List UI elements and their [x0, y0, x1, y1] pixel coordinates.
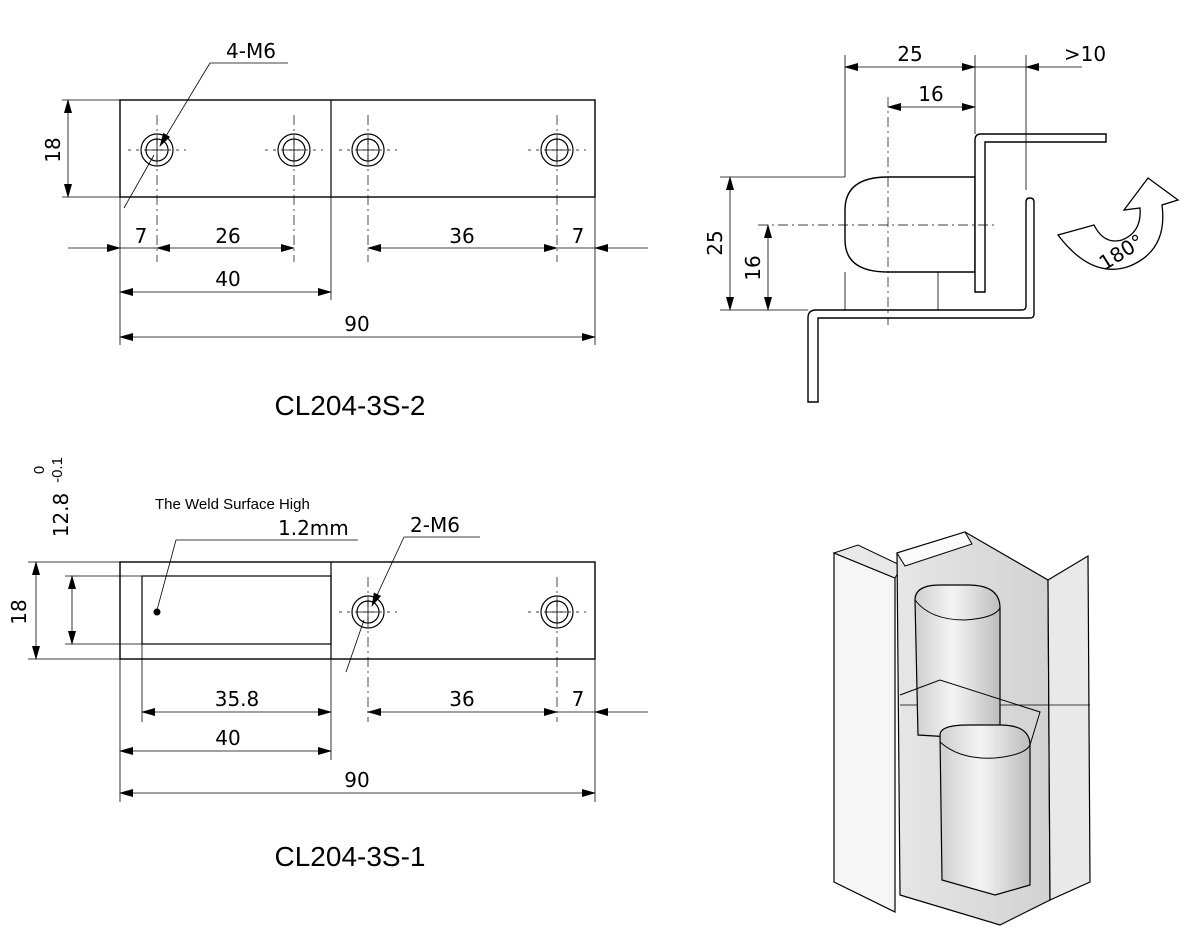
iso-back-plate-edge: [896, 531, 973, 567]
rotation-arrow-icon: [1056, 177, 1180, 270]
view-title-cl204-3s-1: CL204-3S-1: [275, 841, 426, 872]
dim-right-spacing-36: 36: [449, 224, 474, 248]
mounting-hole: [265, 115, 323, 262]
dim-weld-length-35-8: 35.8: [215, 687, 260, 711]
isometric-view: [832, 531, 1091, 926]
tolerance-upper: 0: [31, 466, 48, 474]
view-side: 25 >10 16 25 16 180°: [703, 42, 1180, 403]
dim-total-length-90: 90: [344, 768, 369, 792]
dim-pin-offset-16: 16: [918, 82, 943, 106]
iso-upper-knuckle: [914, 584, 1001, 741]
mounting-hole: [339, 115, 397, 262]
mounting-hole: [528, 577, 586, 722]
thread-note-2-m6: 2-M6: [410, 513, 460, 537]
thread-note-4-m6: 4-M6: [226, 39, 276, 63]
view-cl204-3s-2: 4-M6 18 7 26 36 7 40 90 CL204-3S-2: [41, 39, 648, 421]
dim-edge-right-7: 7: [572, 687, 585, 711]
weld-surface-area: [141, 575, 332, 645]
dim-hole-spacing-26: 26: [215, 224, 240, 248]
mounting-hole: [128, 115, 186, 262]
tolerance-lower: -0.1: [49, 457, 66, 483]
iso-lower-knuckle: [939, 724, 1031, 896]
dim-height-18: 18: [7, 599, 31, 624]
top-hinge-leaf: [974, 133, 1107, 293]
dim-total-length-90: 90: [344, 312, 369, 336]
mounting-hole: [339, 577, 397, 722]
dim-clearance-10: >10: [1064, 42, 1106, 66]
dim-right-spacing-36: 36: [449, 687, 474, 711]
view-title-cl204-3s-2: CL204-3S-2: [275, 390, 426, 421]
mounting-hole: [528, 115, 586, 262]
iso-left-leaf: [833, 552, 896, 913]
dim-half-length-40: 40: [215, 267, 240, 291]
weld-leader-dot: [153, 608, 161, 616]
view-cl204-3s-1: The Weld Surface High 1.2mm 2-M6 12.8 0 …: [7, 457, 648, 872]
weld-height-value: 1.2mm: [278, 516, 349, 540]
dim-tolerance-12-8: 12.8: [49, 493, 73, 538]
dim-edge-right-7: 7: [572, 224, 585, 248]
dim-height-18: 18: [41, 137, 65, 162]
dim-pin-height-16: 16: [741, 255, 765, 280]
bottom-hinge-leaf: [807, 197, 1035, 403]
dim-half-length-40: 40: [215, 726, 240, 750]
dim-edge-left-7: 7: [135, 224, 148, 248]
dim-width-25: 25: [897, 42, 922, 66]
hinge-knuckle: [844, 176, 976, 273]
iso-right-wing: [1047, 554, 1091, 901]
dim-height-25: 25: [703, 230, 727, 255]
weld-surface-note: The Weld Surface High: [155, 496, 310, 513]
